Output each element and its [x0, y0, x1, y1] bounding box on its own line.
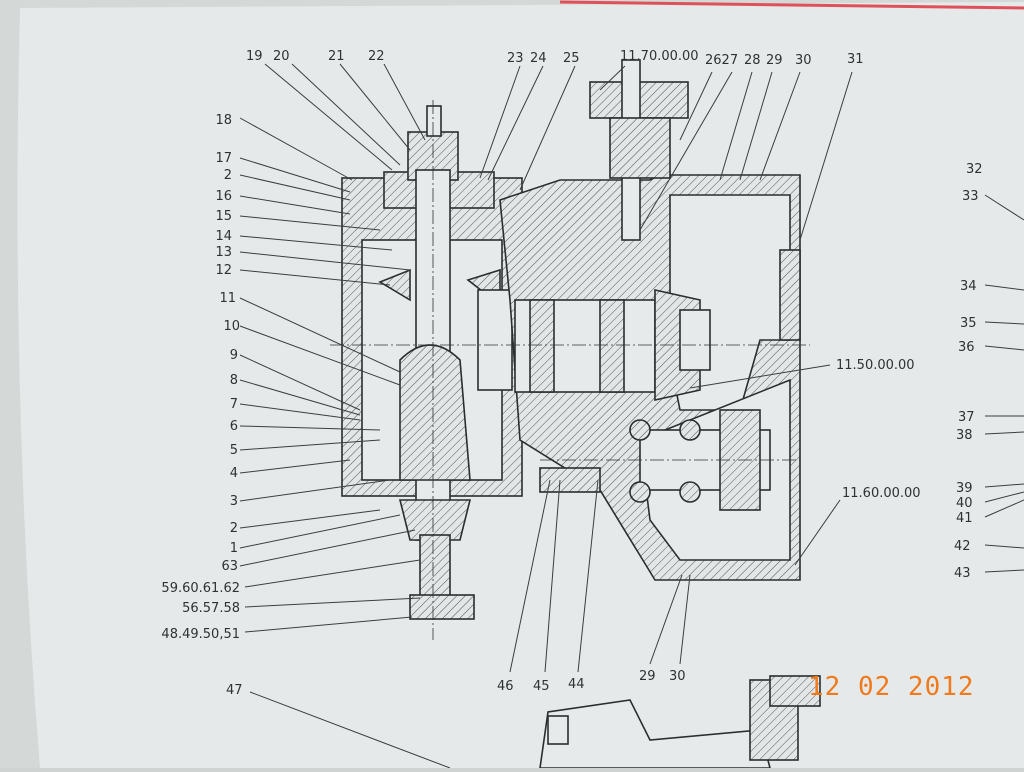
part-label: 20	[273, 49, 290, 64]
part-label: 23	[507, 51, 524, 66]
part-label: 24	[530, 51, 547, 66]
part-label: 25	[563, 51, 580, 66]
part-label: 2	[224, 168, 232, 183]
part-label: 63	[221, 559, 238, 574]
part-label: 45	[533, 679, 550, 694]
part-label: 32	[966, 162, 983, 177]
part-label: 37	[958, 410, 975, 425]
part-label: 28	[744, 53, 761, 68]
part-label: 11	[219, 291, 236, 306]
part-label: 39	[956, 481, 973, 496]
part-label: 16	[215, 189, 232, 204]
part-label: 10	[223, 319, 240, 334]
part-label: 21	[328, 49, 345, 64]
part-label: 12	[215, 263, 232, 278]
date-stamp: 12 02 2012	[808, 672, 975, 702]
part-label: 40	[956, 496, 973, 511]
part-label: 17	[215, 151, 232, 166]
part-label: 29	[766, 53, 783, 68]
part-label: 35	[960, 316, 977, 331]
part-label: 43	[954, 566, 971, 581]
part-label: 38	[956, 428, 973, 443]
part-label: 4	[230, 466, 238, 481]
part-label: 48.49.50,51	[161, 627, 240, 642]
part-label: 2627	[705, 53, 738, 68]
part-label: 15	[215, 209, 232, 224]
part-label: 36	[958, 340, 975, 355]
part-label: 1	[230, 541, 238, 556]
part-label: 5	[230, 443, 238, 458]
part-label: 2	[230, 521, 238, 536]
part-label: 30	[669, 669, 686, 684]
part-label: 18	[215, 113, 232, 128]
part-label: 59.60.61.62	[161, 581, 240, 596]
part-label: 31	[847, 52, 864, 67]
part-label: 30	[795, 53, 812, 68]
part-label: 6	[230, 419, 238, 434]
part-label: 22	[368, 49, 385, 64]
part-label: 46	[497, 679, 514, 694]
assembly-label: 11.60.00.00	[842, 486, 921, 501]
part-label: 8	[230, 373, 238, 388]
part-label: 9	[230, 348, 238, 363]
part-label: 33	[962, 189, 979, 204]
part-label: 19	[246, 49, 263, 64]
part-label: 41	[956, 511, 973, 526]
assembly-label: 11.50.00.00	[836, 358, 915, 373]
part-label: 3	[230, 494, 238, 509]
part-label: 56.57.58	[182, 601, 240, 616]
part-label: 7	[230, 397, 238, 412]
part-label: 13	[215, 245, 232, 260]
part-label: 34	[960, 279, 977, 294]
part-label: 14	[215, 229, 232, 244]
part-label: 29	[639, 669, 656, 684]
part-label: 44	[568, 677, 585, 692]
assembly-label: 11.70.00.00	[620, 49, 699, 64]
part-label: 42	[954, 539, 971, 554]
part-label: 47	[226, 683, 243, 698]
